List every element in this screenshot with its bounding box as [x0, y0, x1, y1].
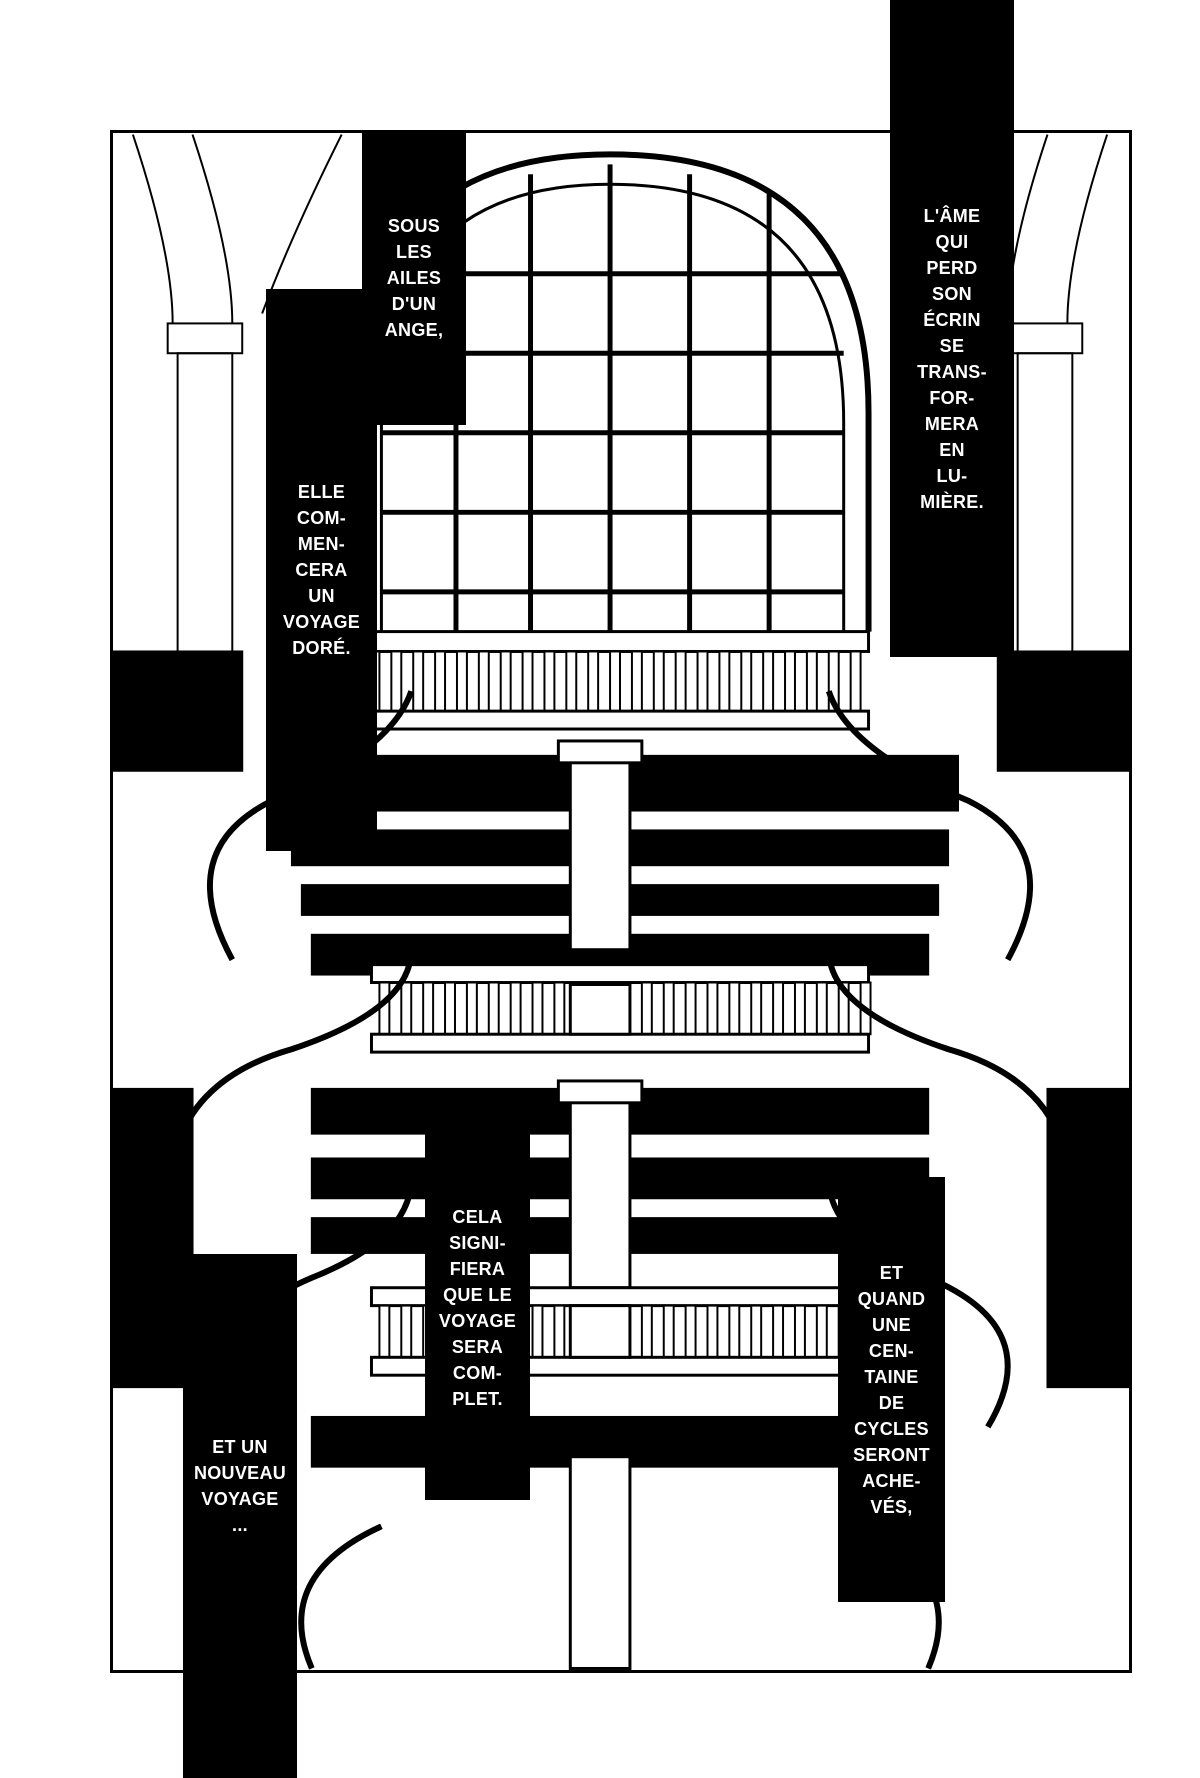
baluster — [740, 650, 753, 713]
baluster — [750, 981, 763, 1036]
baluster — [487, 981, 500, 1036]
baluster — [750, 1304, 763, 1359]
caption-box-sous-les-ailes: SOUS LES AILES D'UN ANGE, — [362, 130, 466, 425]
baluster — [434, 650, 447, 713]
baluster — [772, 981, 785, 1036]
baluster — [412, 650, 425, 713]
baluster — [815, 981, 828, 1036]
caption-text: SOUS LES AILES D'UN ANGE, — [384, 215, 444, 340]
baluster — [662, 1304, 675, 1359]
baluster — [587, 650, 600, 713]
caption-text: ELLE COM- MEN- CERA UN VOYAGE DORÉ. — [282, 482, 361, 658]
caption-box-et-un-nouveau: ET UN NOUVEAU VOYAGE ... — [183, 1254, 297, 1778]
baluster — [390, 650, 403, 713]
caption-text: CELA SIGNI- FIERA QUE LE VOYAGE SERA COM… — [438, 1206, 517, 1409]
baluster — [499, 650, 512, 713]
baluster — [728, 981, 741, 1036]
baluster — [422, 981, 435, 1036]
baluster — [706, 1304, 719, 1359]
baluster — [400, 981, 413, 1036]
baluster — [762, 650, 775, 713]
baluster — [565, 650, 578, 713]
baluster — [696, 650, 709, 713]
baluster — [674, 650, 687, 713]
baluster — [543, 650, 556, 713]
baluster — [793, 1304, 806, 1359]
baluster — [609, 650, 621, 713]
baluster — [652, 650, 665, 713]
baluster — [444, 981, 456, 1036]
baluster — [477, 650, 490, 713]
baluster — [728, 1304, 741, 1359]
caption-box-et-quand: ET QUAND UNE CEN- TAINE DE CYCLES SERONT… — [838, 1177, 945, 1602]
caption-box-cela-signifiera: CELA SIGNI- FIERA QUE LE VOYAGE SERA COM… — [425, 1115, 530, 1500]
baluster — [640, 981, 653, 1036]
baluster — [684, 981, 697, 1036]
baluster — [772, 1304, 785, 1359]
caption-box-elle-commencera: ELLE COM- MEN- CERA UN VOYAGE DORÉ. — [266, 289, 377, 851]
baluster — [640, 1304, 653, 1359]
baluster — [784, 650, 796, 713]
caption-text: ET QUAND UNE CEN- TAINE DE CYCLES SERONT… — [853, 1262, 930, 1517]
baluster — [531, 981, 544, 1036]
baluster — [455, 650, 468, 713]
baluster — [553, 981, 566, 1036]
baluster — [465, 981, 478, 1036]
baluster — [718, 650, 731, 713]
baluster — [630, 650, 643, 713]
baluster — [793, 981, 806, 1036]
baluster — [662, 981, 675, 1036]
baluster — [531, 1304, 544, 1359]
baluster — [400, 1304, 413, 1359]
caption-box-l-ame-qui-perd: L'ÂME QUI PERD SON ÉCRIN SE TRANS- FOR- … — [890, 0, 1014, 657]
baluster — [553, 1304, 566, 1359]
baluster — [684, 1304, 697, 1359]
baluster — [509, 981, 522, 1036]
baluster — [521, 650, 534, 713]
baluster — [815, 1304, 828, 1359]
baluster — [706, 981, 719, 1036]
caption-text: ET UN NOUVEAU VOYAGE ... — [193, 1437, 287, 1535]
baluster — [805, 650, 818, 713]
caption-text: L'ÂME QUI PERD SON ÉCRIN SE TRANS- FOR- … — [917, 205, 987, 512]
baluster — [378, 1304, 391, 1359]
baluster — [849, 650, 862, 713]
